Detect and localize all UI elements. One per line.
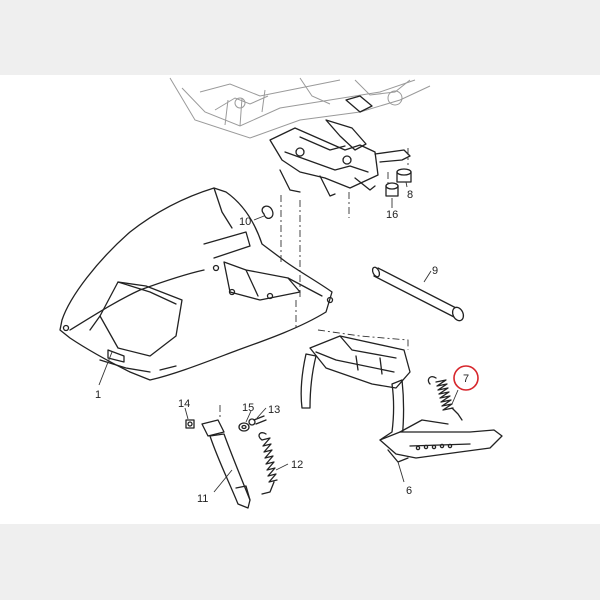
callout-9: 9 <box>432 265 438 277</box>
part-9-pivot-shaft <box>371 266 465 322</box>
assembly-guide-lines <box>219 148 409 420</box>
part-15-washer <box>238 422 250 432</box>
callout-leader-lines <box>98 181 459 493</box>
callout-6: 6 <box>406 485 412 497</box>
highlight-ring-callout-7 <box>453 365 479 391</box>
part-12-side-stand-spring <box>258 432 278 495</box>
callout-16: 16 <box>386 209 398 221</box>
callout-12: 12 <box>291 459 303 471</box>
center-stand-bracket <box>269 95 411 197</box>
callout-13: 13 <box>268 404 280 416</box>
part-10-clip <box>261 205 274 219</box>
part-14-bolt <box>185 419 195 429</box>
callout-15: 15 <box>242 402 254 414</box>
callout-14: 14 <box>178 398 190 410</box>
part-8-bushing <box>396 168 412 183</box>
callout-1: 1 <box>95 389 101 401</box>
part-16-bushing <box>385 182 399 197</box>
callout-7: 7 <box>463 373 469 385</box>
part-1-undercover <box>59 187 334 381</box>
scooter-frame-outline <box>169 77 431 139</box>
part-11-side-stand <box>201 419 251 509</box>
callout-11: 11 <box>197 493 208 505</box>
part-13-cotter-pin <box>248 415 267 426</box>
callout-labels: 1 6 7 8 9 10 11 12 13 14 15 16 <box>95 189 469 505</box>
callout-8: 8 <box>407 189 413 201</box>
part-6-main-stand <box>300 335 503 463</box>
part-7-stand-spring <box>427 376 463 421</box>
callout-10: 10 <box>239 216 251 228</box>
